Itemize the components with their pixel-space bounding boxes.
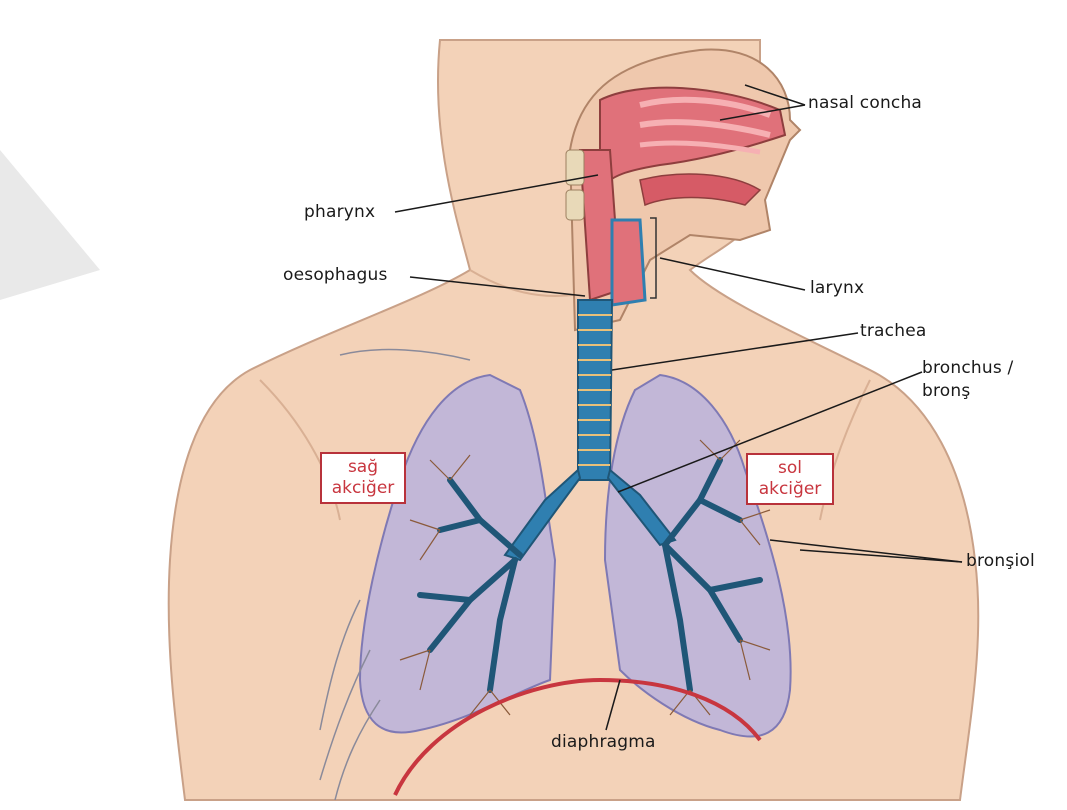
- corner-watermark-shape: [0, 150, 100, 300]
- label-trachea: trachea: [860, 321, 926, 341]
- left-lung-label: sol akciğer: [746, 453, 834, 505]
- label-pharynx: pharynx: [304, 202, 375, 222]
- larynx-tube: [612, 220, 645, 305]
- label-bronchus-line2: bronş: [922, 381, 970, 401]
- vertebra: [566, 190, 584, 220]
- left-lung-label-line2: akciğer: [754, 479, 826, 500]
- right-lung-label: sağ akciğer: [320, 452, 406, 504]
- trachea-tube: [578, 300, 612, 480]
- label-larynx: larynx: [810, 278, 864, 298]
- left-lung-label-line1: sol: [754, 458, 826, 479]
- label-diaphragma: diaphragma: [551, 732, 656, 752]
- right-lung-label-line2: akciğer: [328, 478, 398, 499]
- label-bronsiol: bronşiol: [966, 551, 1035, 571]
- label-nasal-concha: nasal concha: [808, 93, 922, 113]
- label-oesophagus: oesophagus: [283, 265, 388, 285]
- label-bronchus-line1: bronchus /: [922, 358, 1013, 378]
- right-lung-label-line1: sağ: [328, 457, 398, 478]
